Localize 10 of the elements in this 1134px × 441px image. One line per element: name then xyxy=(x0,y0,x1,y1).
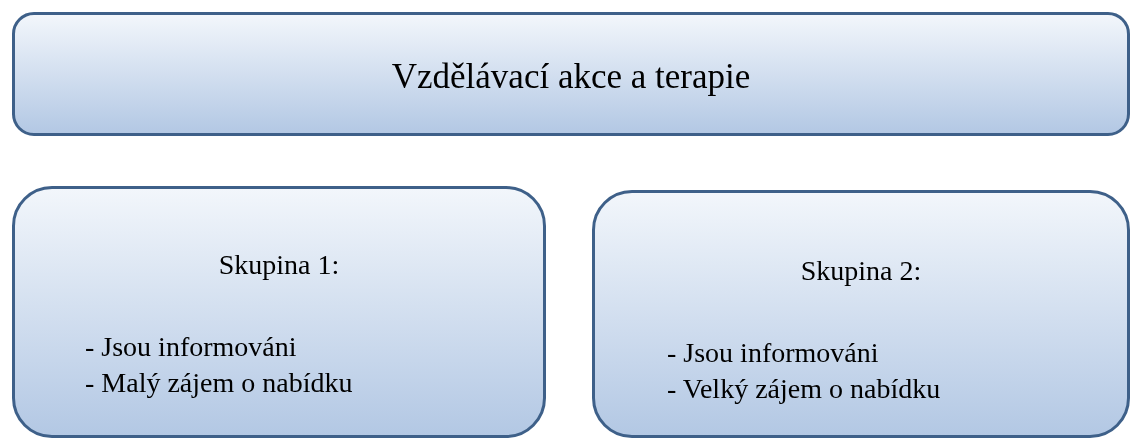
group-box xyxy=(592,190,1130,438)
group-box xyxy=(12,186,546,438)
list-item: - Velký zájem o nabídku xyxy=(667,373,941,405)
group-heading: Skupina 1: xyxy=(218,249,340,281)
list-item: - Jsou informováni xyxy=(85,331,297,363)
title-box xyxy=(12,12,1130,136)
group-heading: Skupina 2: xyxy=(800,255,922,287)
list-item: - Jsou informováni xyxy=(667,337,879,369)
title-text: Vzdělávací akce a terapie xyxy=(391,57,751,97)
list-item: - Malý zájem o nabídku xyxy=(85,367,353,399)
